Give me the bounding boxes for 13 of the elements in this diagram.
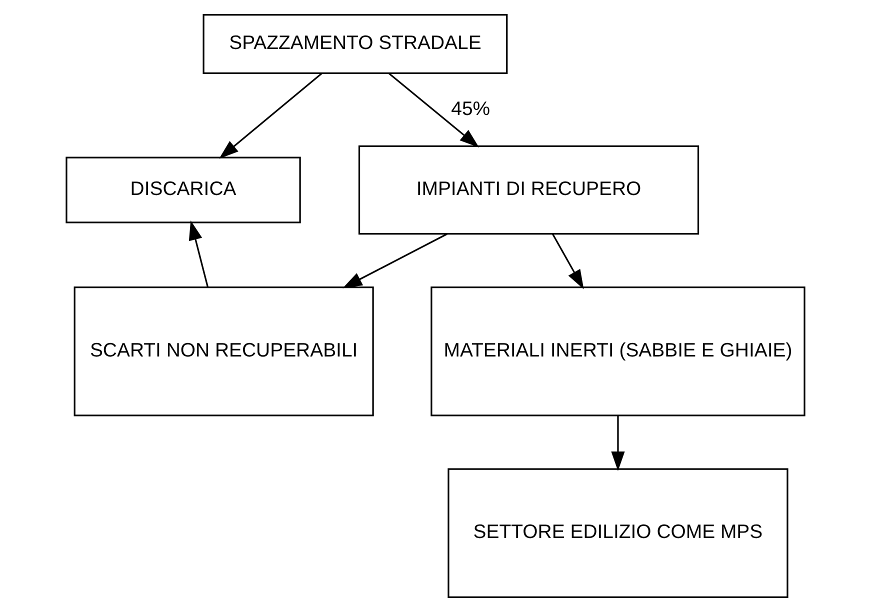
- node-box: SETTORE EDILIZIO COME MPS: [447, 468, 788, 598]
- arrow: [551, 234, 584, 290]
- node-box: SPAZZAMENTO STRADALE: [202, 14, 508, 74]
- node-box: SCARTI NON RECUPERABILI: [73, 286, 374, 416]
- edge-label: 45%: [450, 98, 490, 120]
- arrow: [388, 72, 479, 148]
- arrow: [218, 72, 322, 159]
- arrow: [342, 233, 447, 288]
- node-box: DISCARICA: [65, 156, 300, 224]
- node-box: MATERIALI INERTI (SABBIE E GHIAIE): [430, 286, 805, 416]
- arrow: [610, 416, 624, 471]
- node-box: IMPIANTI DI RECUPERO: [358, 145, 699, 235]
- arrow: [188, 220, 208, 288]
